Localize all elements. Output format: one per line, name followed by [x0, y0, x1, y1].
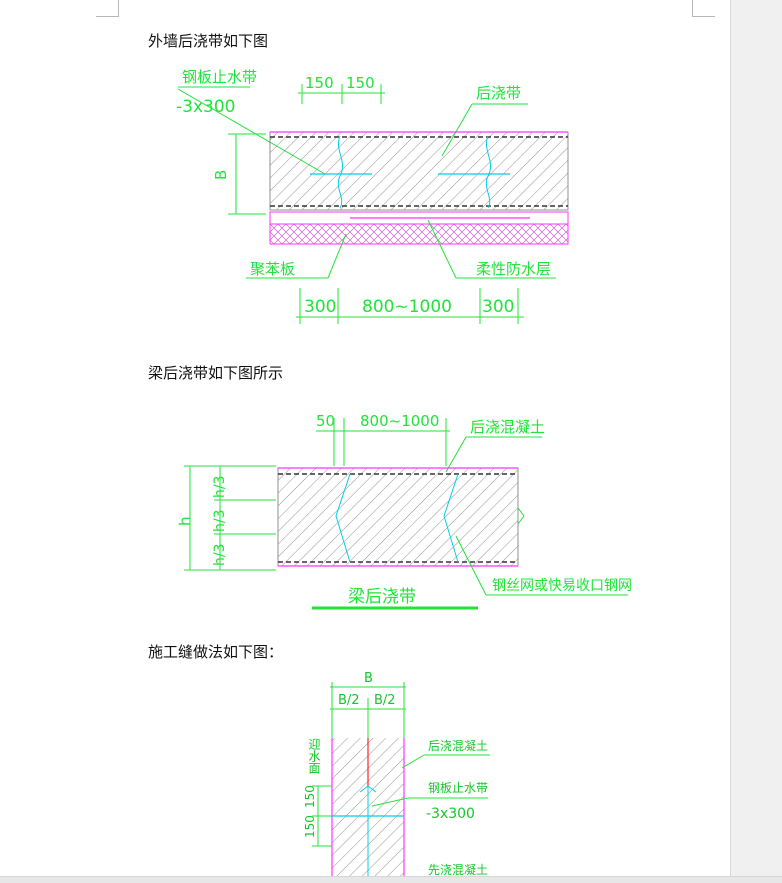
beam-dim-h3-mid: h/3 [212, 510, 228, 533]
joint-dim-B2-left: B/2 [338, 693, 360, 708]
wall-polystyrene-label: 聚苯板 [250, 260, 295, 278]
construction-joint-drawing: B B/2 B/2 迎水面 150 150 后浇混凝土 钢板止水带 -3x300… [303, 671, 490, 876]
beam-mesh-label: 钢丝网或快易收口钢网 [492, 578, 632, 594]
wall-steel-plate-size: -3x300 [176, 97, 235, 117]
joint-dim-150-bot: 150 [303, 815, 317, 838]
wall-post-cast-label: 后浇带 [476, 84, 521, 102]
beam-concrete-label: 后浇混凝土 [470, 418, 545, 436]
scrollbar-track[interactable] [731, 0, 782, 876]
beam-concrete-body [277, 467, 519, 567]
joint-dim-B2-right: B/2 [374, 693, 396, 708]
beam-dim-50: 50 [316, 412, 335, 430]
wall-dim-bottom-mid: 800~1000 [362, 297, 452, 317]
wall-joint-right [485, 135, 492, 209]
joint-dim-B: B [364, 671, 373, 686]
heading-beam-post-cast: 梁后浇带如下图所示 [148, 364, 284, 382]
joint-dim-150-top: 150 [303, 785, 317, 808]
wall-dim-top-left: 150 [305, 74, 334, 92]
wall-dim-bottom-right: 300 [482, 297, 514, 317]
beam-title: 梁后浇带 [348, 587, 416, 607]
joint-post-concrete-label: 后浇混凝土 [428, 738, 488, 753]
beam-dim-h3-bot: h/3 [212, 544, 228, 567]
beam-post-cast-drawing: 50 800~1000 后浇混凝土 h h/3 h/3 h/3 钢丝网或快易收口… [176, 412, 632, 610]
joint-steel-plate-size: -3x300 [426, 806, 475, 822]
wall-dim-top-right: 150 [346, 74, 375, 92]
heading-wall-post-cast: 外墙后浇带如下图 [148, 32, 269, 50]
wall-waterproof-label: 柔性防水层 [476, 260, 551, 278]
page-margin-corner-left [96, 0, 119, 17]
wall-polystyrene-layer [269, 223, 569, 245]
wall-post-cast-drawing: 钢板止水带 -3x300 150 150 后浇带 B 聚苯板 柔性防水层 300… [176, 68, 569, 324]
heading-construction-joint: 施工缝做法如下图： [148, 643, 284, 661]
wall-joint-left [337, 135, 344, 209]
joint-water-face-label: 迎水面 [307, 738, 321, 774]
wall-dim-bottom-left: 300 [304, 297, 336, 317]
wall-concrete-body [269, 131, 569, 211]
beam-dim-h3-top: h/3 [212, 476, 228, 499]
beam-dim-span: 800~1000 [360, 412, 439, 430]
beam-dim-h: h [176, 516, 194, 526]
wall-steel-plate-label: 钢板止水带 [182, 68, 257, 86]
page-margin-corner-right [692, 0, 715, 17]
bottom-status-strip [0, 876, 782, 883]
beam-joint-right [443, 473, 459, 563]
wall-dim-B: B [212, 170, 230, 180]
beam-joint-left [335, 473, 351, 563]
joint-pre-concrete-label: 先浇混凝土 [428, 862, 488, 876]
joint-steel-plate-label: 钢板止水带 [428, 781, 488, 795]
